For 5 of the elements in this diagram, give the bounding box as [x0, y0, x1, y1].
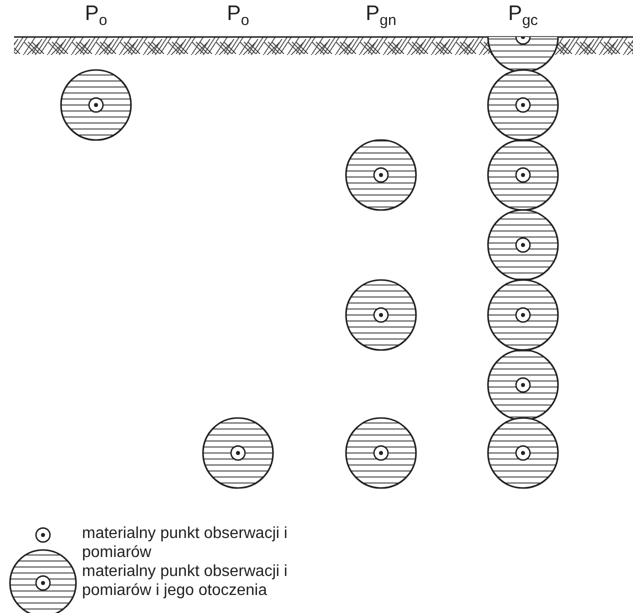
point-type-label: P$_{gn}$: [366, 2, 396, 30]
legend-text: materialny punkt obserwacji i pomiarów i jego otoczenia: [82, 562, 288, 600]
point-type-label: P$_{o}$: [226, 2, 250, 30]
point-type-label: P$_{gc}$: [508, 2, 538, 30]
point-type-label: P$_{o}$: [84, 2, 108, 30]
